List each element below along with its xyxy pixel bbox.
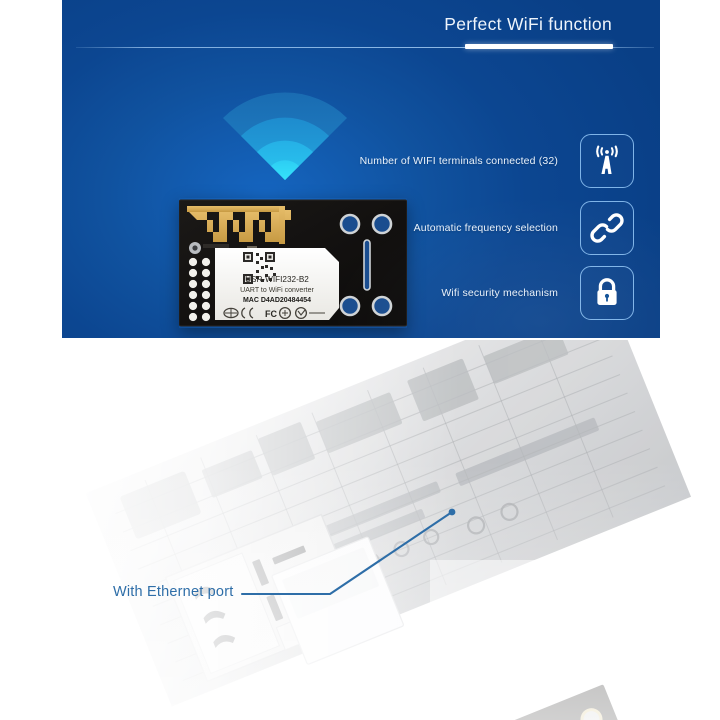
ethernet-board-photo: 232 [0, 340, 720, 720]
antenna-broadcast-icon [580, 134, 634, 188]
ethernet-port-callout-label: With Ethernet port [113, 584, 234, 600]
module-part-number: USR-WIFI232-B2 [245, 275, 309, 284]
wifi-module-photo: 232 USR-WI [179, 199, 407, 327]
feature-label: Automatic frequency selection [413, 222, 558, 234]
chain-link-icon [580, 201, 634, 255]
feature-row-security[interactable]: Wifi security mechanism [441, 266, 634, 320]
hero-panel: Perfect WiFi function [62, 0, 660, 338]
title-divider-thin [76, 46, 654, 48]
title-underline-bar [465, 44, 613, 49]
feature-row-terminals[interactable]: Number of WIFI terminals connected (32) [360, 134, 634, 188]
lower-photo-panel: 232 [0, 340, 720, 720]
wifi-signal-icon [223, 92, 347, 180]
module-description: UART to WiFi converter [240, 287, 314, 294]
module-mac: MAC D4AD20484454 [243, 297, 311, 304]
feature-label: Wifi security mechanism [441, 287, 558, 299]
page-title: Perfect WiFi function [444, 14, 612, 34]
padlock-icon [580, 266, 634, 320]
feature-row-frequency[interactable]: Automatic frequency selection [414, 201, 634, 255]
svg-text:FC: FC [265, 309, 277, 319]
feature-label: Number of WIFI terminals connected (32) [359, 155, 558, 167]
